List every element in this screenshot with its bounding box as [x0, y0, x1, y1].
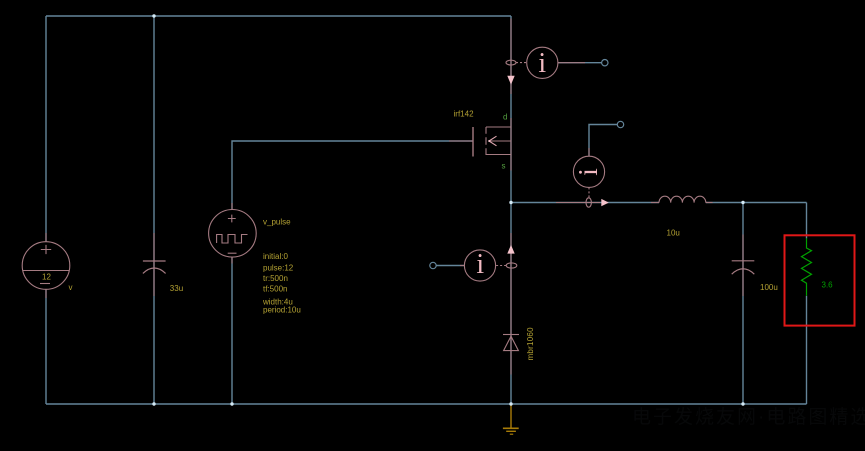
svg-text:v_pulse: v_pulse [263, 218, 291, 227]
svg-text:10u: 10u [667, 229, 680, 238]
svg-text:irf142: irf142 [454, 110, 475, 119]
svg-text:i: i [538, 48, 546, 79]
svg-text:initial:0: initial:0 [263, 252, 288, 261]
svg-text:33u: 33u [170, 284, 183, 293]
svg-text:电子发烧友网·电路图精选: 电子发烧友网·电路图精选 [632, 406, 865, 428]
svg-text:tr:500n: tr:500n [263, 274, 288, 283]
svg-text:100u: 100u [760, 283, 778, 292]
svg-text:i: i [476, 249, 484, 280]
svg-text:v: v [69, 283, 73, 292]
svg-text:s: s [502, 161, 506, 170]
svg-text:3.6: 3.6 [822, 281, 834, 290]
svg-text:12: 12 [42, 273, 51, 282]
svg-text:period:10u: period:10u [263, 306, 301, 315]
svg-text:tf:500n: tf:500n [263, 285, 287, 294]
svg-text:width:4u: width:4u [262, 298, 293, 307]
svg-text:d: d [503, 113, 507, 122]
svg-text:i: i [573, 168, 603, 176]
svg-text:mbr1060: mbr1060 [526, 327, 535, 361]
svg-text:pulse:12: pulse:12 [263, 264, 294, 273]
